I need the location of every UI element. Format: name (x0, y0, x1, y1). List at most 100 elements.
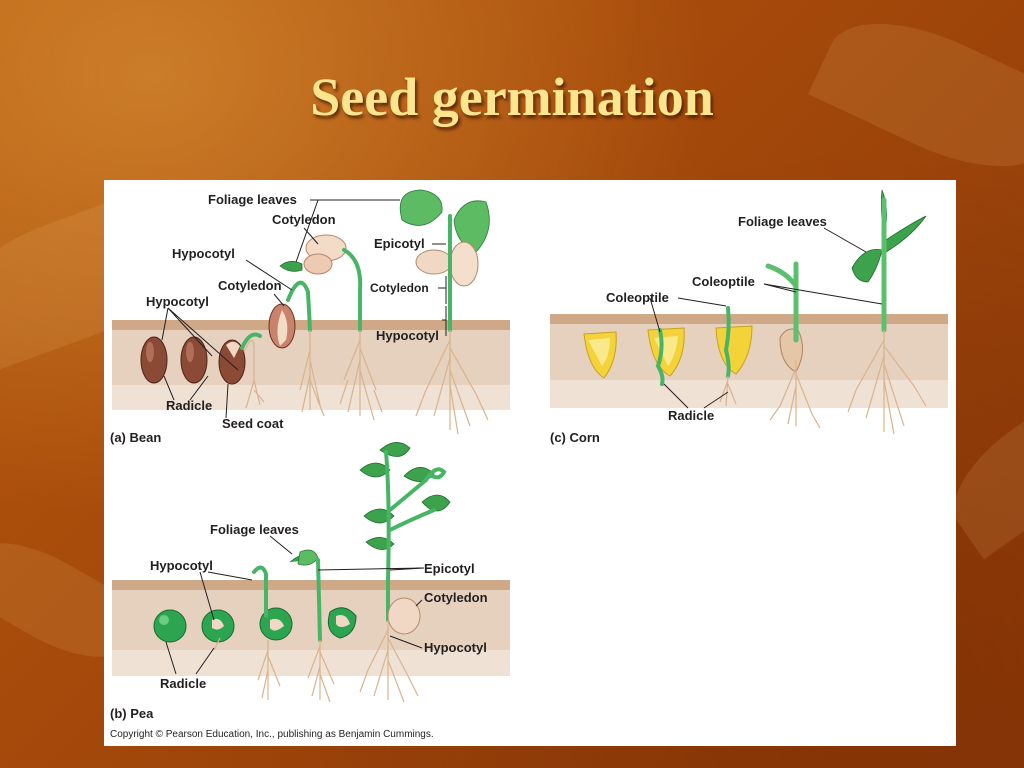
copyright-notice: Copyright © Pearson Education, Inc., pub… (110, 729, 434, 740)
bean-label-cotyledon-top: Cotyledon (272, 212, 336, 227)
bean-roots-6 (415, 330, 489, 435)
bean-seed-1 (140, 336, 168, 384)
corn-roots-5 (847, 330, 927, 435)
corn-leaf-5-right (885, 215, 927, 253)
germination-diagram: Foliage leaves Cotyledon Hypocotyl Epico… (110, 189, 948, 740)
corn-roots-4 (769, 360, 821, 429)
slide-title: Seed germination (310, 67, 714, 127)
bean-seed-2 (180, 336, 208, 384)
pea-label-radicle: Radicle (160, 676, 206, 691)
bean-seed-1-highlight (146, 342, 154, 362)
corn-caption: (c) Corn (550, 430, 600, 445)
corn-leader-radicle (663, 383, 729, 409)
pea-leader-epicotyl (317, 567, 425, 571)
bean-hypocotyl-5 (342, 248, 363, 332)
corn-leaf-5-left (851, 249, 883, 283)
pea-panel: Foliage leaves Hypocotyl Epicotyl Cotyle… (110, 442, 510, 721)
pea-leader-cotyledon (415, 599, 423, 607)
bean-leader-radicle (163, 375, 209, 401)
corn-leader-coleoptile-left (649, 297, 727, 333)
bean-seed-2-highlight (186, 342, 194, 362)
bean-label-foliage-leaves: Foliage leaves (208, 192, 297, 207)
corn-label-coleoptile-left: Coleoptile (606, 290, 669, 305)
bean-label-hypocotyl-right: Hypocotyl (376, 328, 439, 343)
bean-seed-3-coat-split (226, 341, 240, 358)
pea-label-epicotyl: Epicotyl (424, 561, 475, 576)
bean-seed-4-cotyledon (277, 310, 288, 346)
corn-label-foliage-leaves: Foliage leaves (738, 214, 827, 229)
pea-seed-2-split (212, 618, 224, 630)
pea-leaf-2 (359, 462, 391, 478)
pea-label-cotyledon: Cotyledon (424, 590, 488, 605)
bean-leader-hypocotyl-left (161, 307, 239, 371)
bean-label-cotyledon-right: Cotyledon (370, 281, 429, 295)
corn-label-radicle: Radicle (668, 408, 714, 423)
pea-roots-4 (307, 640, 335, 703)
bean-seed-3 (218, 339, 246, 385)
pea-leaf-4 (363, 508, 395, 524)
bean-caption: (a) Bean (110, 430, 161, 445)
bean-foliage-leaf-right (453, 200, 490, 253)
bean-label-hypocotyl-left: Hypocotyl (146, 294, 209, 309)
bean-leader-cotyledon-mid (273, 293, 285, 307)
bean-label-hypocotyl-top: Hypocotyl (172, 246, 235, 261)
pea-leaf-5 (421, 494, 451, 512)
corn-label-coleoptile-right: Coleoptile (692, 274, 755, 289)
corn-soil-lower (550, 380, 948, 408)
corn-coleoptile-3 (723, 306, 731, 378)
corn-panel: Foliage leaves Coleoptile Coleoptile Rad… (550, 189, 948, 445)
bean-leader-cotyledon-top (303, 227, 319, 245)
pea-label-hypocotyl: Hypocotyl (150, 558, 213, 573)
pea-caption: (b) Pea (110, 706, 154, 721)
bean-foliage-leaves-5 (279, 261, 303, 272)
pea-seed-1-highlight (159, 615, 169, 625)
corn-roots-3 (719, 375, 737, 407)
pea-radicle-2 (213, 637, 221, 651)
germination-figure: Foliage leaves Cotyledon Hypocotyl Epico… (104, 180, 956, 746)
pea-tendril-5 (424, 467, 447, 482)
bean-label-seed-coat: Seed coat (222, 416, 284, 431)
pea-stem-4 (316, 558, 322, 642)
pea-label-hypocotyl-right: Hypocotyl (424, 640, 487, 655)
pea-soil-surface (112, 580, 510, 592)
bean-cotyledon-6b (449, 241, 479, 287)
bean-leader-hypocotyl-right (442, 306, 447, 336)
bean-leader-cotyledon-right (438, 276, 447, 304)
bean-hypocotyl-4 (286, 280, 312, 332)
corn-kernel-1-highlight (588, 338, 610, 366)
bean-leader-hypocotyl-top (245, 259, 293, 291)
corn-leader-coleoptile-right (763, 283, 883, 305)
corn-soil-surface (550, 314, 948, 326)
pea-seed-3-split (270, 618, 284, 631)
bean-panel: Foliage leaves Cotyledon Hypocotyl Epico… (110, 189, 510, 445)
pea-label-foliage-leaves: Foliage leaves (210, 522, 299, 537)
pea-seed-4-split (336, 615, 350, 627)
pea-leader-foliage (269, 535, 293, 555)
bean-roots-4 (299, 330, 325, 417)
bean-radicle-3 (243, 339, 265, 409)
bean-label-epicotyl: Epicotyl (374, 236, 425, 251)
pea-foliage-leaf-4 (297, 549, 319, 566)
bean-cotyledon-6a (415, 249, 453, 275)
pea-hypocotyl-3 (252, 565, 268, 618)
bean-cotyledon-5b (303, 253, 333, 275)
bean-hypocotyl-3 (240, 332, 262, 350)
corn-leader-foliage (823, 227, 867, 253)
bean-label-cotyledon-mid: Cotyledon (218, 278, 282, 293)
pea-leader-radicle (165, 641, 215, 675)
bean-foliage-leaf-left (399, 189, 443, 226)
pea-branches-5 (388, 478, 436, 532)
pea-leader-hypocotyl-right (389, 635, 423, 649)
corn-kernel-3 (715, 325, 753, 375)
bean-leader-seed-coat (225, 383, 229, 419)
pea-leader-hypocotyl (199, 571, 253, 621)
pea-stem-5 (384, 450, 391, 622)
pea-seed-1 (153, 609, 187, 643)
bean-soil-lower (112, 385, 510, 410)
corn-coleoptile-2 (655, 328, 665, 386)
pea-roots-3 (257, 640, 281, 700)
bean-roots-5 (339, 330, 383, 421)
bean-label-radicle: Radicle (166, 398, 212, 413)
pea-cotyledon-5 (387, 597, 421, 635)
corn-leaf-4 (765, 263, 799, 289)
